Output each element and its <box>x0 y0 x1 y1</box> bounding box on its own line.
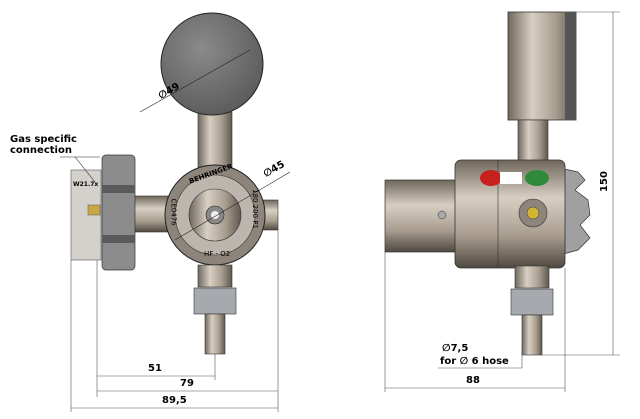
side-hose-barb <box>521 314 543 356</box>
side-gauge <box>507 11 577 121</box>
side-outlet-nut <box>510 288 554 316</box>
front-dimension-lines <box>70 230 279 412</box>
side-handwheel <box>559 167 591 256</box>
side-dimension-lines <box>384 11 620 392</box>
dimension-88: 88 <box>466 375 480 386</box>
callout-line1: Gas specific <box>10 134 77 145</box>
knob-groove <box>102 185 135 193</box>
ce-marking: CE0476 <box>169 198 178 226</box>
side-view <box>384 11 620 392</box>
callout-leader <box>74 156 96 183</box>
indicator-label <box>500 172 522 184</box>
connector-pin <box>87 204 101 216</box>
center-bore-hole <box>211 211 219 219</box>
body-diameter-leader <box>174 171 291 241</box>
gauge-face <box>160 12 264 116</box>
handwheel-knob <box>101 154 136 271</box>
callout-gas-specific: Gas specific connection <box>10 134 77 156</box>
side-inlet-cylinder <box>384 179 461 253</box>
side-port-inner <box>526 206 540 220</box>
front-view <box>60 12 291 412</box>
gauge-stem <box>197 111 233 168</box>
side-stem <box>517 119 549 163</box>
thread-label: W21.7x <box>73 181 99 188</box>
hose-note: for ∅ 6 hose <box>440 356 509 367</box>
side-gauge-bezel <box>565 12 576 120</box>
outlet-nut <box>193 287 237 315</box>
knob-groove <box>102 235 135 243</box>
dimension-51: 51 <box>148 363 162 374</box>
side-outlet-fitting <box>514 265 550 289</box>
callout-line2: connection <box>10 145 72 156</box>
hose-diameter-label: ∅7,5 <box>442 343 469 354</box>
hose-barb <box>204 313 226 355</box>
red-indicator <box>480 170 502 186</box>
dimension-89-5: 89,5 <box>162 395 187 406</box>
pressure-marking: 180 200 P1 <box>250 189 259 229</box>
dimension-79: 79 <box>180 378 194 389</box>
outlet-fitting <box>197 264 233 288</box>
gauge-diameter-leader <box>139 49 251 113</box>
green-indicator <box>525 170 549 186</box>
screw <box>437 210 447 220</box>
side-body <box>454 159 566 269</box>
dimension-150: 150 <box>598 171 610 192</box>
gas-marking: HF - O2 <box>204 250 231 258</box>
